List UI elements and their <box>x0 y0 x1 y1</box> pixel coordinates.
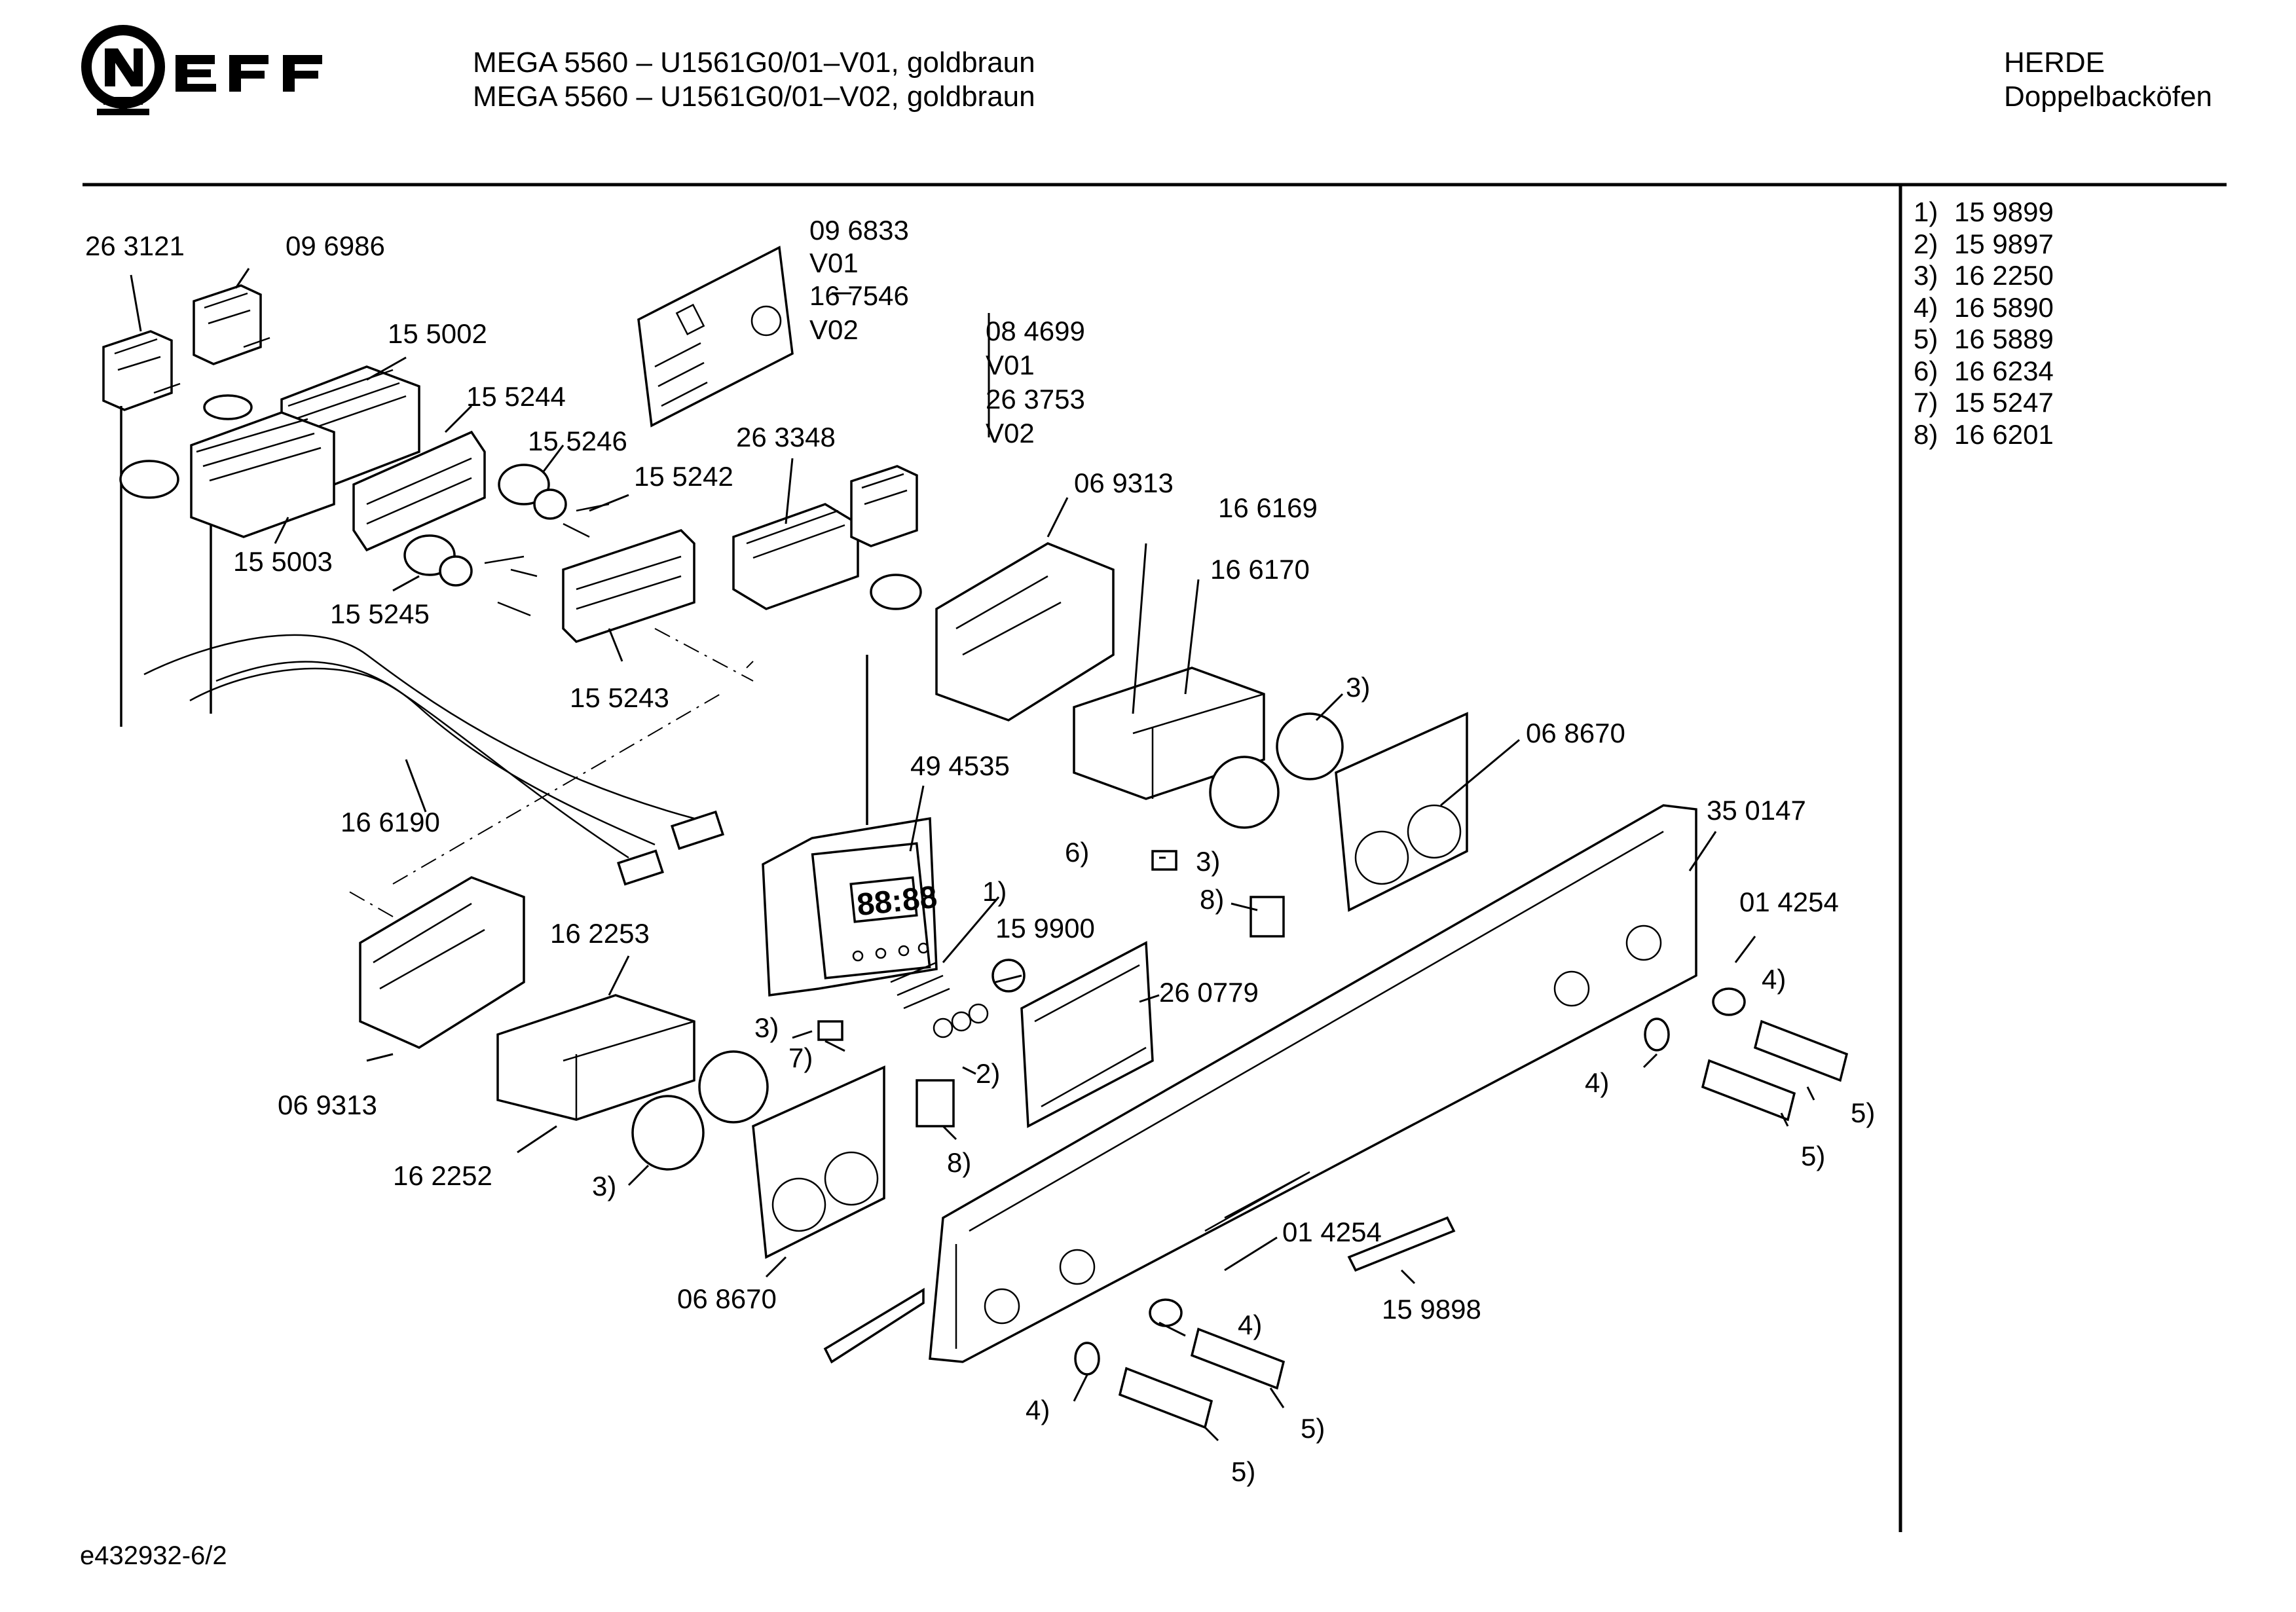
callout-label: 4) <box>1762 964 1786 995</box>
callout-label: 5) <box>1851 1097 1875 1128</box>
callout-label: 4) <box>1026 1395 1050 1425</box>
callout-label: 15 5002 <box>388 318 487 349</box>
legend-key: 4) <box>1914 291 1938 323</box>
switch-09-6986 <box>193 284 270 365</box>
legend-key: 5) <box>1914 323 1938 354</box>
callout-label: 3) <box>592 1171 616 1201</box>
legend-part-number: 15 9897 <box>1954 228 2054 259</box>
callout-label: 4) <box>1238 1310 1262 1340</box>
legend-key: 2) <box>1914 228 1938 259</box>
drawing-id: e432932-6/2 <box>80 1541 227 1570</box>
timer-49-4535: 88:88 <box>762 816 939 997</box>
legend-key: 3) <box>1914 260 1938 291</box>
callout-label: V02 <box>986 418 1035 449</box>
callout-label: 15 5243 <box>570 682 669 713</box>
model-line-2: MEGA 5560 – U1561G0/01–V02, goldbraun <box>473 81 1035 113</box>
parts-diagram: 88:88 <box>85 215 1875 1487</box>
callout-label: 16 2253 <box>550 918 650 949</box>
callout-label: 26 0779 <box>1159 977 1259 1008</box>
legend-part-number: 16 6234 <box>1954 355 2054 386</box>
callout-label: 8) <box>1200 884 1224 915</box>
callout-label: 06 8670 <box>677 1283 777 1314</box>
callout-label: 16 2252 <box>393 1160 492 1191</box>
subcategory-title: Doppelbacköfen <box>2004 81 2213 113</box>
callout-label: 06 8670 <box>1526 718 1625 748</box>
legend-row: 6) 16 6234 <box>1914 356 2054 388</box>
callout-label: 6) <box>1065 837 1089 868</box>
legend-part-number: 16 2250 <box>1954 260 2054 291</box>
callout-label: 15 5242 <box>634 461 733 492</box>
callout-label: 5) <box>1231 1456 1255 1487</box>
callout-label: 15 9898 <box>1382 1294 1481 1325</box>
callout-label: 3) <box>1346 672 1370 703</box>
callout-label: 5) <box>1301 1413 1325 1444</box>
category-title: HERDE <box>2004 46 2105 79</box>
legend-part-number: 15 9899 <box>1954 196 2054 227</box>
callout-label: 26 3348 <box>736 422 836 452</box>
legend-part-number: 15 5247 <box>1954 387 2054 418</box>
legend-row: 5) 16 5889 <box>1914 323 2054 356</box>
legend-row: 4) 16 5890 <box>1914 292 2054 324</box>
neff-logo <box>81 25 322 115</box>
circuit-board-09-6833 <box>637 246 794 428</box>
callout-label: 08 4699 <box>986 316 1085 346</box>
callout-label: 49 4535 <box>910 750 1010 781</box>
callout-label: 5) <box>1801 1141 1825 1171</box>
callout-label: 16 7546 <box>809 280 909 311</box>
callout-label: 15 5245 <box>330 598 430 629</box>
callout-label: 16 6190 <box>341 807 440 837</box>
callout-label: V02 <box>809 314 859 345</box>
model-line-1: MEGA 5560 – U1561G0/01–V01, goldbraun <box>473 46 1035 79</box>
callout-label: 15 9900 <box>995 913 1095 943</box>
legend-key: 1) <box>1914 196 1938 227</box>
callout-label: 4) <box>1585 1067 1609 1098</box>
callout-label: 09 6833 <box>809 215 909 246</box>
switch-08-4699 <box>850 465 918 547</box>
callout-label: 26 3753 <box>986 384 1085 414</box>
control-panel-35-0147 <box>929 804 1697 1363</box>
callout-label: 16 6170 <box>1210 554 1310 585</box>
callout-label: 15 5246 <box>528 426 627 456</box>
svg-text:88:88: 88:88 <box>855 880 939 923</box>
legend-row: 2) 15 9897 <box>1914 229 2054 261</box>
callout-label: 01 4254 <box>1282 1217 1382 1247</box>
callout-label: 15 5003 <box>233 546 333 577</box>
callout-label: 06 9313 <box>278 1090 377 1120</box>
callout-label: 09 6986 <box>286 230 385 261</box>
callout-label: 06 9313 <box>1074 467 1174 498</box>
legend-key: 7) <box>1914 387 1938 418</box>
callout-label: 7) <box>788 1042 813 1073</box>
callout-label: 15 5244 <box>466 381 566 412</box>
legend-row: 3) 16 2250 <box>1914 260 2054 292</box>
legend-row: 7) 15 5247 <box>1914 387 2054 419</box>
callout-label: 01 4254 <box>1739 887 1839 917</box>
cam-switch-15-5003 <box>190 411 335 538</box>
legend-part-number: 16 6201 <box>1954 418 2054 450</box>
part-legend: 1) 15 9899 2) 15 9897 3) 16 2250 4) 16 5890 5) 16… <box>1914 196 2054 450</box>
callout-label: 26 3121 <box>85 230 185 261</box>
legend-part-number: 16 5890 <box>1954 291 2054 323</box>
callout-label: 3) <box>1196 846 1220 877</box>
callout-label: V01 <box>809 247 859 278</box>
legend-part-number: 16 5889 <box>1954 323 2054 354</box>
callout-label: 3) <box>754 1012 779 1043</box>
legend-key: 8) <box>1914 418 1938 450</box>
callout-label: 2) <box>976 1058 1000 1089</box>
callout-label: 1) <box>982 876 1007 907</box>
legend-row: 8) 16 6201 <box>1914 419 2054 451</box>
callout-label: 35 0147 <box>1707 795 1806 826</box>
legend-key: 6) <box>1914 355 1938 386</box>
callout-label: 8) <box>947 1147 971 1178</box>
switch-26-3121 <box>102 330 181 727</box>
selector-switch-26-3348 <box>732 503 859 610</box>
callout-label: 16 6169 <box>1218 492 1318 523</box>
legend-row: 1) 15 9899 <box>1914 196 2054 229</box>
callout-label: V01 <box>986 350 1035 380</box>
